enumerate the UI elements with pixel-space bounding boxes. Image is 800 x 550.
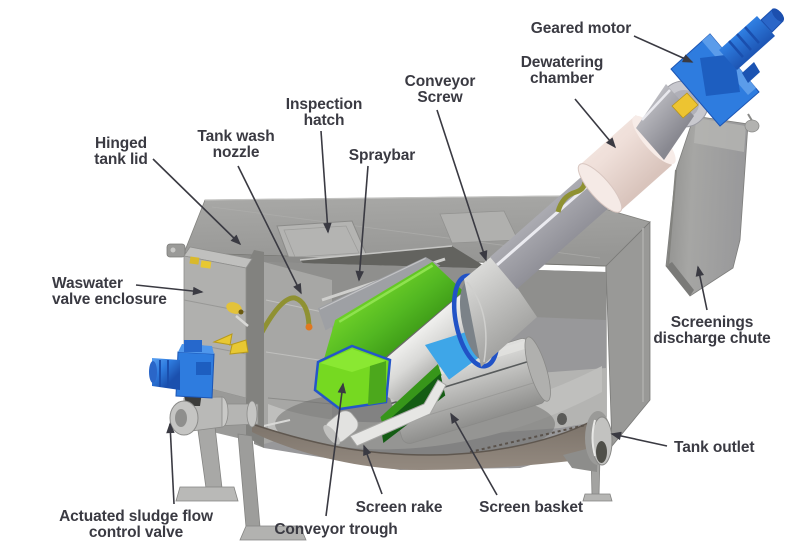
arrow-actuated-valve bbox=[166, 422, 175, 505]
actuated-sludge-flow-control-valve-part bbox=[149, 340, 259, 436]
tank-wash-nozzle-part bbox=[259, 295, 312, 334]
label-geared-motor: Geared motor bbox=[530, 20, 632, 37]
arrow-tank-wash-nozzle bbox=[237, 165, 302, 295]
arrow-geared-motor bbox=[633, 35, 694, 63]
arrow-dewatering-chamber bbox=[574, 98, 617, 149]
label-tank-outlet: Tank outlet bbox=[674, 439, 755, 456]
label-conveyor-screw: Conveyor Screw bbox=[404, 73, 476, 107]
arrow-spraybar bbox=[355, 165, 369, 282]
label-waswater-valve-enclosure: Waswater valve enclosure bbox=[52, 275, 167, 309]
label-conveyor-trough: Conveyor trough bbox=[274, 521, 398, 538]
arrow-screen-basket bbox=[450, 412, 498, 496]
label-tank-wash-nozzle: Tank wash nozzle bbox=[197, 128, 275, 162]
arrow-hinged-tank-lid bbox=[152, 158, 242, 246]
arrow-screen-rake bbox=[363, 444, 383, 495]
label-screen-rake: Screen rake bbox=[355, 499, 443, 516]
label-dewatering-chamber: Dewatering chamber bbox=[520, 54, 604, 88]
tank-right-wall bbox=[605, 221, 651, 448]
label-actuated-sludge-flow-control-valve: Actuated sludge flow control valve bbox=[59, 508, 213, 542]
arrow-screenings-discharge-chute bbox=[695, 265, 708, 311]
arrow-waswater-valve-enclosure bbox=[135, 284, 204, 296]
screen-rake-part bbox=[349, 379, 447, 447]
label-inspection-hatch: Inspection hatch bbox=[285, 96, 363, 130]
arrow-conveyor-screw bbox=[436, 109, 488, 262]
label-hinged-tank-lid: Hinged tank lid bbox=[94, 135, 148, 169]
label-screen-basket: Screen basket bbox=[479, 499, 583, 516]
screenings-discharge-chute-part bbox=[665, 115, 749, 297]
arrow-tank-outlet bbox=[610, 431, 668, 447]
arrow-inspection-hatch bbox=[320, 130, 332, 234]
label-screenings-discharge-chute: Screenings discharge chute bbox=[653, 314, 771, 348]
tank-outlet-part bbox=[585, 411, 613, 466]
cone-transition bbox=[464, 256, 537, 367]
tank-legs bbox=[175, 415, 613, 541]
arrow-conveyor-trough bbox=[325, 382, 347, 517]
label-spraybar: Spraybar bbox=[348, 147, 416, 164]
trough-end-face bbox=[313, 344, 392, 411]
